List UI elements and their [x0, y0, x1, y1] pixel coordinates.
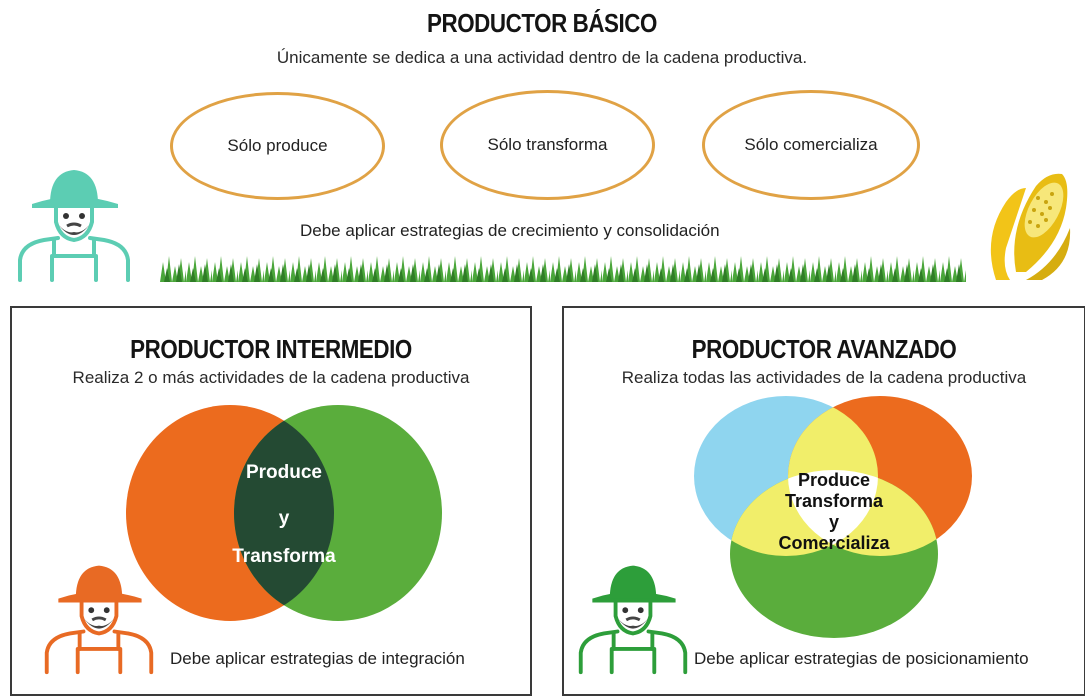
- venn-overlap-line: Comercializa: [778, 533, 890, 553]
- intermediate-venn: Produce y Transforma: [126, 405, 442, 621]
- venn-overlap-line: y: [829, 512, 839, 532]
- venn-overlap-line: Produce: [798, 470, 870, 490]
- intermediate-subtitle: Realiza 2 o más actividades de la cadena…: [72, 368, 470, 387]
- venn-overlap: [234, 405, 334, 621]
- activity-label: Sólo comercializa: [744, 135, 878, 154]
- corn-icon: [990, 173, 1071, 280]
- advanced-title: PRODUCTOR AVANZADO: [691, 334, 957, 364]
- intermediate-title: PRODUCTOR INTERMEDIO: [130, 334, 412, 364]
- venn-overlap-line: Transforma: [232, 546, 336, 567]
- activity-label: Sólo transforma: [487, 135, 608, 154]
- advanced-strategy: Debe aplicar estrategias de posicionamie…: [694, 649, 1029, 668]
- advanced-subtitle: Realiza todas las actividades de la cade…: [621, 368, 1027, 387]
- venn-overlap-line: Produce: [246, 462, 322, 483]
- advanced-venn: Produce Transforma y Comercializa: [694, 396, 972, 638]
- venn-overlap-line: y: [279, 508, 290, 529]
- activity-oval-transform: Sólo transforma: [440, 90, 655, 200]
- activity-oval-commercialize: Sólo comercializa: [702, 90, 920, 200]
- basic-strategy: Debe aplicar estrategias de crecimiento …: [300, 221, 720, 240]
- venn-overlap-line: Transforma: [785, 491, 884, 511]
- farmer-icon: [18, 170, 130, 282]
- farmer-icon: [44, 565, 154, 675]
- grass-strip: [160, 248, 966, 282]
- farmer-icon: [578, 565, 688, 675]
- basic-title: PRODUCTOR BÁSICO: [427, 8, 657, 38]
- basic-subtitle: Únicamente se dedica a una actividad den…: [276, 48, 808, 67]
- intermediate-strategy: Debe aplicar estrategias de integración: [170, 649, 465, 668]
- activity-label: Sólo produce: [227, 136, 328, 155]
- activity-oval-produce: Sólo produce: [170, 92, 385, 200]
